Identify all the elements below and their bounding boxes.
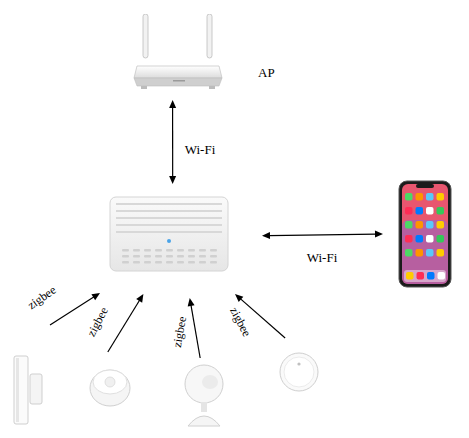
wireless-button (88, 358, 132, 410)
arrowhead (91, 293, 100, 300)
connector-arrow (262, 231, 383, 239)
wifi-router: AP (133, 14, 223, 96)
edge-label: Wi-Fi (185, 143, 216, 157)
motion-sensor (180, 362, 228, 428)
gateway-hub (108, 193, 230, 275)
smartphone-illustration (398, 180, 452, 288)
door-sensor-illustration (10, 352, 46, 428)
arrowhead (188, 298, 195, 306)
arrowhead (235, 294, 243, 302)
connector-arrow (169, 100, 176, 184)
edge-label: zigbee (85, 305, 111, 339)
connector-line (108, 300, 140, 352)
leak-sensor (278, 350, 320, 396)
connector-line (50, 297, 94, 325)
wifi-router-illustration (133, 14, 223, 96)
gateway-hub-illustration (108, 193, 230, 275)
motion-sensor-illustration (180, 362, 228, 428)
arrowhead (169, 100, 176, 108)
connector-line (269, 234, 376, 235)
node-label: AP (258, 66, 275, 80)
leak-sensor-illustration (278, 350, 320, 396)
door-sensor (10, 352, 46, 428)
connector-line (172, 107, 173, 177)
arrowhead (262, 232, 270, 239)
arrowhead (375, 231, 383, 238)
edge-label: Wi-Fi (307, 251, 338, 265)
smartphone (398, 180, 452, 288)
connector-arrow (188, 298, 200, 358)
edge-label: zigbee (227, 305, 253, 339)
wireless-button-illustration (88, 358, 132, 410)
arrowhead (169, 176, 176, 184)
connector-arrow (108, 294, 144, 352)
arrowhead (136, 294, 143, 303)
edge-label: zigbee (25, 284, 58, 313)
connector-line (191, 305, 200, 358)
edge-label: zigbee (171, 315, 189, 348)
